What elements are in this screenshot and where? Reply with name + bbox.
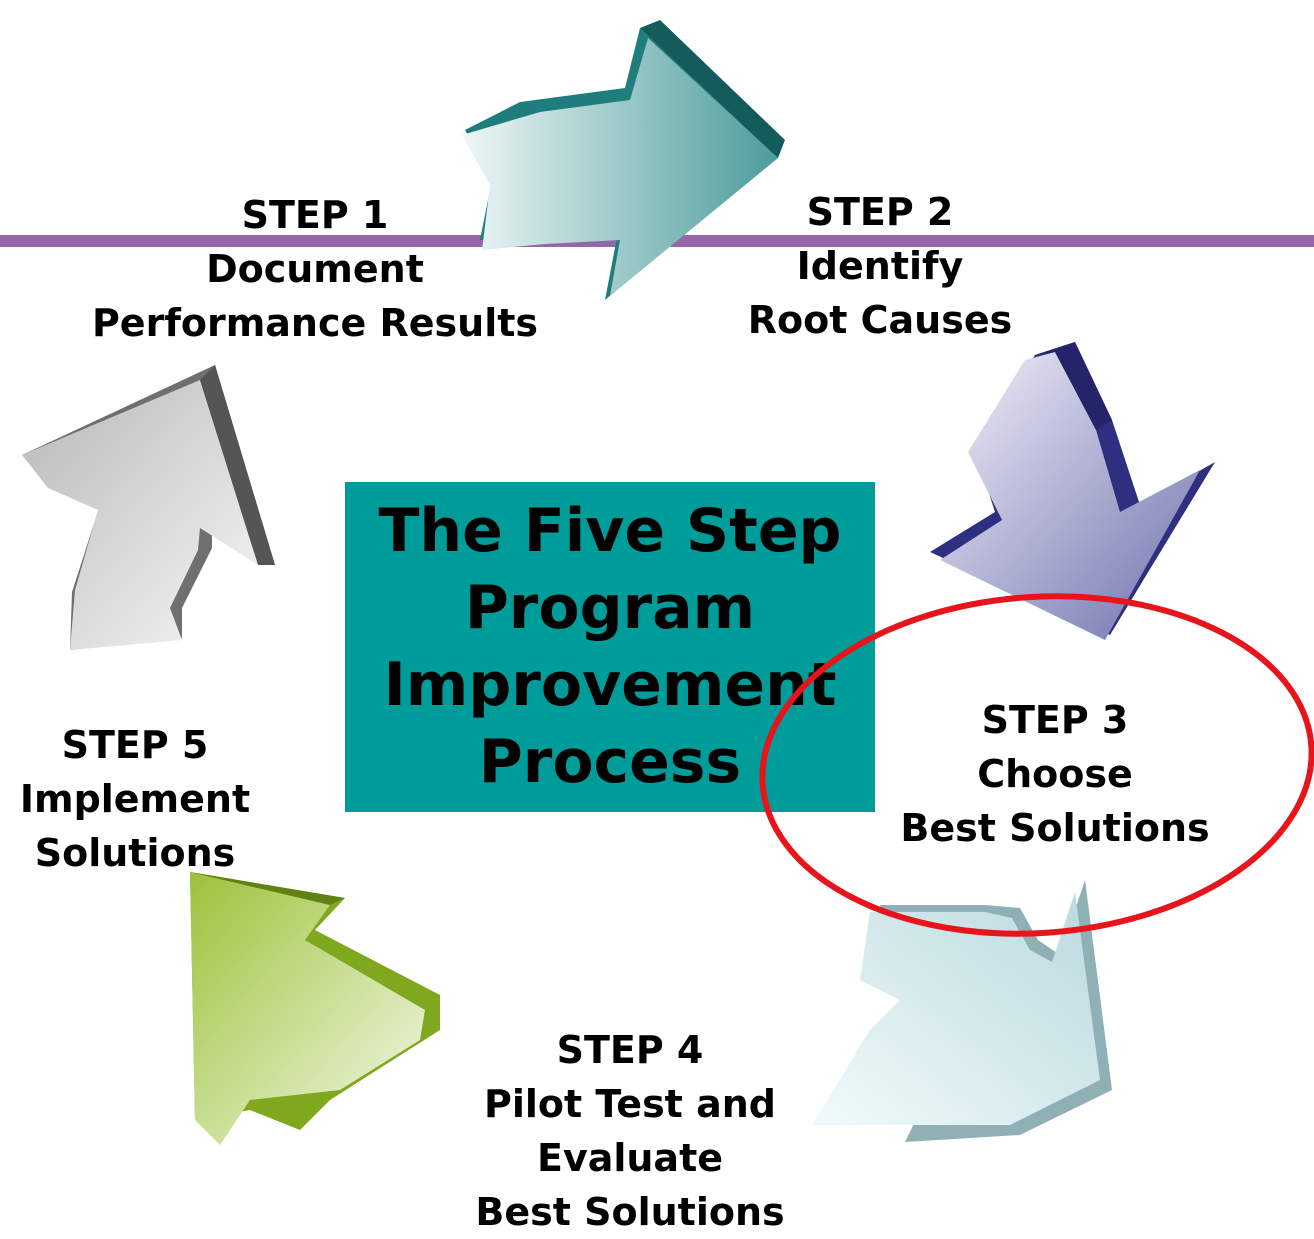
step-3-label: STEP 3 Choose Best Solutions <box>860 693 1250 855</box>
step-2-line-2: Root Causes <box>747 298 1013 342</box>
arrow-step2-to-step3-icon <box>930 342 1215 640</box>
step-5-heading: STEP 5 <box>61 723 209 767</box>
step-4-label: STEP 4 Pilot Test and Evaluate Best Solu… <box>440 1023 820 1239</box>
step-3-heading: STEP 3 <box>981 698 1129 742</box>
step-2-label: STEP 2 Identify Root Causes <box>700 185 1060 347</box>
step-4-line-3: Best Solutions <box>475 1190 785 1234</box>
step-1-label: STEP 1 Document Performance Results <box>60 188 570 350</box>
step-5-line-2: Solutions <box>34 831 236 875</box>
step-3-line-2: Best Solutions <box>900 806 1210 850</box>
step-5-line-1: Implement <box>19 777 251 821</box>
step-1-heading: STEP 1 <box>241 193 389 237</box>
arrow-step4-to-step5-icon <box>190 872 440 1145</box>
title-line-4: Process <box>478 727 742 797</box>
arrow-step5-to-step1-icon <box>22 365 275 650</box>
title-line-1: The Five Step <box>378 496 842 566</box>
step-4-line-1: Pilot Test and <box>484 1082 776 1126</box>
arrow-step1-to-step2-icon <box>462 20 785 300</box>
arrow-step3-to-step4-icon <box>812 880 1112 1142</box>
step-4-heading: STEP 4 <box>556 1028 704 1072</box>
title-line-2: Program <box>464 573 756 643</box>
title-box: The Five Step Program Improvement Proces… <box>345 482 875 812</box>
step-1-line-1: Document <box>206 247 424 291</box>
step-3-line-1: Choose <box>977 752 1133 796</box>
step-4-line-2: Evaluate <box>536 1136 724 1180</box>
step-1-line-2: Performance Results <box>91 301 539 345</box>
step-5-label: STEP 5 Implement Solutions <box>0 718 270 880</box>
title-line-3: Improvement <box>383 650 837 720</box>
step-2-heading: STEP 2 <box>806 190 954 234</box>
step-2-line-1: Identify <box>796 244 964 288</box>
